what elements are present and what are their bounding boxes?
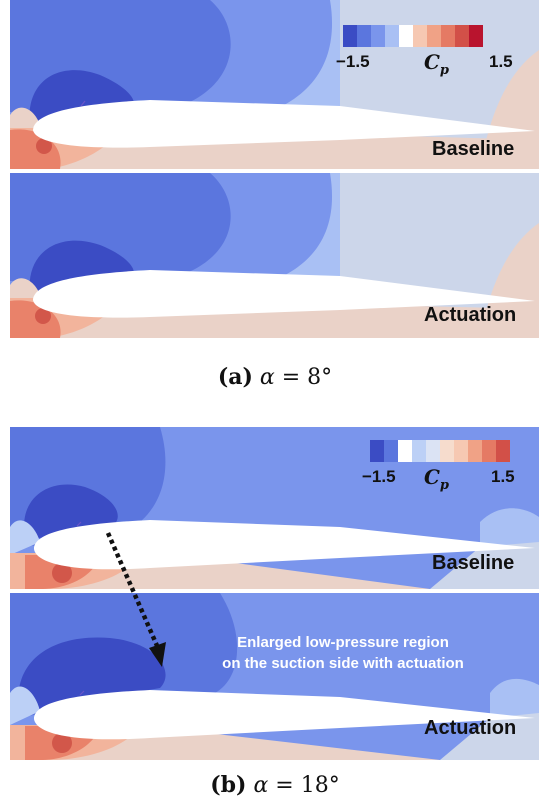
colorbar-a-symbol: Cp: [424, 50, 449, 78]
colorbar-b-symbol-sub: p: [439, 478, 450, 493]
colorbar-a-max-label: 1.5: [489, 52, 513, 71]
annotation-line-2: on the suction side with actuation: [222, 655, 464, 672]
colorbar-b-swatch: [398, 440, 412, 462]
annotation-line-1: Enlarged low-pressure region: [237, 634, 449, 651]
panel-b-baseline-label: Baseline: [432, 552, 515, 574]
panel-a-actuation: [10, 173, 539, 338]
colorbar-a-symbol-sub: p: [439, 63, 450, 78]
colorbar-b-symbol: Cp: [424, 465, 449, 493]
panel-b-actuation: [10, 593, 539, 760]
panel-a-actuation-label: Actuation: [424, 304, 517, 326]
colorbar-b-min-label: −1.5: [362, 467, 396, 486]
colorbar-a-swatch: [469, 25, 483, 47]
caption-a-greek: α: [259, 365, 275, 390]
caption-b-greek: α: [253, 773, 269, 798]
colorbar-a-swatch: [441, 25, 455, 47]
colorbar-b-swatch: [468, 440, 482, 462]
colorbar-b-swatch: [384, 440, 398, 462]
colorbar-a-symbol-text: C: [424, 50, 440, 74]
colorbar-a-swatch: [343, 25, 357, 47]
colorbar-a-swatch: [427, 25, 441, 47]
annotation-text: Enlarged low-pressure region on the suct…: [198, 632, 488, 674]
caption-b-letter: (b): [210, 772, 247, 798]
colorbar-a-swatch: [385, 25, 399, 47]
colorbar-b-swatch: [496, 440, 510, 462]
colorbar-b-swatch: [426, 440, 440, 462]
colorbar-a-min-label: −1.5: [336, 52, 370, 71]
caption-a-rest: = 8°: [274, 365, 333, 390]
caption-b-rest: = 18°: [268, 773, 340, 798]
cp-contour-a-actuation: [10, 173, 539, 338]
caption-a: (a) α = 8°: [0, 364, 550, 390]
colorbar-a-swatch: [371, 25, 385, 47]
caption-b: (b) α = 18°: [0, 772, 550, 798]
colorbar-a: [343, 25, 483, 47]
cp-contour-b-actuation: [10, 593, 539, 760]
colorbar-a-swatch: [413, 25, 427, 47]
colorbar-a-swatch: [455, 25, 469, 47]
panel-a-baseline-label: Baseline: [432, 138, 515, 160]
colorbar-a-swatch: [357, 25, 371, 47]
colorbar-b-symbol-text: C: [424, 465, 440, 489]
colorbar-b-swatch: [412, 440, 426, 462]
colorbar-b-swatch: [482, 440, 496, 462]
colorbar-b-swatch: [454, 440, 468, 462]
colorbar-b-swatch: [440, 440, 454, 462]
colorbar-b-swatch: [370, 440, 384, 462]
colorbar-b-max-label: 1.5: [491, 467, 515, 486]
caption-a-letter: (a): [217, 364, 253, 390]
colorbar-a-swatch: [399, 25, 413, 47]
colorbar-b: [370, 440, 510, 462]
panel-b-actuation-label: Actuation: [424, 717, 517, 739]
